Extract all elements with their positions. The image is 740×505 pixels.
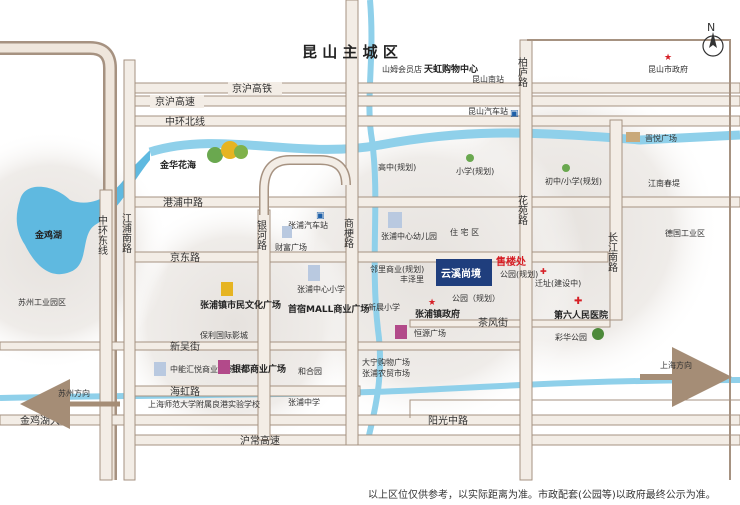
project-badge[interactable]: [436, 259, 492, 286]
jinyue-plaza-label: 晋悦广场: [645, 133, 677, 143]
district-title: 昆 山 主 城 区: [302, 43, 398, 61]
road-label-bailu: 柏庐路: [516, 56, 528, 88]
vertical-roads: [99, 0, 623, 481]
hengyuan-label: 恒源广场: [414, 328, 446, 338]
chuzhong-label: 初中/小学(规划): [545, 176, 602, 186]
yindu-icon: [218, 360, 230, 374]
zhangpu-bus-label: 张浦汽车站: [288, 220, 328, 230]
shanyu-mall-label: 山姆会员店: [382, 64, 422, 74]
kunshan-gov-icon: ★: [664, 53, 672, 63]
hehe-label: 和合园: [298, 366, 322, 376]
daning-label: 大宁购物广场: [362, 357, 410, 367]
road-label-jinghu-expressway: 京沪高速: [155, 95, 195, 108]
zhanxing-label: 迁址(建设中): [535, 278, 581, 288]
culture-plaza-label: 张浦镇市民文化广场: [200, 299, 281, 311]
shnu-school-label: 上海师范大学附属良港实验学校: [148, 399, 260, 409]
yindu-label: 银都商业广场: [232, 363, 286, 375]
jiangnan-chunti-label: 江南春堤: [648, 178, 680, 188]
suzhou-park-label: 苏州工业园区: [18, 297, 66, 307]
shanghai-direction-label: 上海方向: [660, 360, 692, 370]
project-name: 云溪尚境: [441, 267, 481, 280]
xiaoxue-label: 小学(规划): [456, 166, 494, 176]
hospital-icon: ✚: [574, 296, 582, 307]
gongyuan-plan2-label: 公园（规划）: [452, 293, 500, 303]
poly-cinema-label: 保利国际影城: [200, 330, 248, 340]
center-school-icon: [308, 265, 320, 281]
kindergarten-icon: [388, 212, 402, 228]
jinyue-plaza-icon: [626, 132, 640, 142]
zhangpu-middle-label: 张浦中学: [288, 397, 320, 407]
road-label-zhonghuan-east: 中环东线: [96, 214, 108, 255]
zhangpu-gov-label: 张浦镇政府: [415, 308, 460, 320]
jinjihu-label: 金鸡湖: [34, 229, 62, 241]
road-label-changjiang-south: 长江南路: [606, 232, 618, 273]
gongyuan-plan-label: 公园(规划): [500, 269, 538, 279]
zhongneng-icon: [154, 362, 166, 376]
kunshan-bus-label: 昆山汽车站: [468, 106, 508, 116]
caihua-park-icon: [592, 328, 604, 340]
road-label-haihong: 海虹路: [170, 385, 200, 398]
kunshan-gov-label: 昆山市政府: [648, 64, 688, 74]
residential-label: 住 宅 区: [450, 227, 479, 237]
school-icon: [466, 154, 474, 162]
caifu-plaza-icon: [282, 226, 292, 238]
fengzetang-label: 丰泽里: [400, 274, 424, 284]
north-arrow: N: [702, 21, 724, 57]
suzhou-direction-label: 苏州方向: [58, 388, 90, 398]
sales-office-label: 售楼处: [496, 255, 527, 268]
road-label-yinhe: 银河路: [255, 219, 267, 251]
zhangpu-bus-icon: ▣: [316, 211, 325, 221]
gaozhong-label: 高中(规划): [378, 162, 416, 172]
tianhong-label: 天虹购物中心: [424, 63, 478, 75]
road-label-jinghu-railway: 京沪高铁: [232, 82, 272, 95]
road-label-huayuan: 花苑路: [516, 194, 528, 226]
bus-icon: ▣: [510, 109, 519, 119]
shouyou-mall-label: 首宿MALL商业广场: [288, 303, 369, 315]
road-label-chafeng: 茶风街: [478, 316, 508, 329]
road-label-huchang: 沪常高速: [240, 434, 280, 447]
hengyuan-icon: [395, 325, 407, 339]
hospital-label: 第六人民医院: [554, 309, 608, 321]
linli-label: 邻里商业(规划): [370, 264, 424, 274]
road-label-yangguang: 阳光中路: [428, 414, 468, 427]
hospital-old-icon: ✚: [540, 267, 547, 276]
north-label: N: [707, 21, 715, 34]
road-label-gangpu: 港浦中路: [163, 196, 203, 209]
road-label-zhonghuan-north: 中环北线: [165, 115, 205, 128]
road-label-shangfu: 商梗路: [342, 217, 354, 249]
jinhua-garden-icon: [207, 141, 248, 163]
road-label-jingdong: 京东路: [170, 251, 200, 264]
jinjihu-lake: [16, 150, 150, 275]
xinchen-school-label: 新晨小学: [368, 302, 400, 312]
zhongneng-label: 中能汇悦商业广场: [170, 364, 234, 374]
caihua-label: 彩华公园: [555, 332, 587, 342]
gov-star-icon: ★: [428, 298, 436, 308]
river-north: [148, 128, 740, 157]
road-label-jiangpu-south: 江浦南路: [120, 213, 132, 254]
deguo-park-label: 德国工业区: [665, 228, 705, 238]
kunshan-south-label: 昆山南站: [472, 74, 504, 84]
culture-plaza-icon: [221, 282, 233, 296]
center-school-label: 张浦中心小学: [297, 284, 345, 294]
school-icon: [562, 164, 570, 172]
market-label: 张浦农贸市场: [362, 368, 410, 378]
road-label-jinjihu-avenue: 金鸡湖大道: [20, 414, 70, 427]
caifu-plaza-label: 财富广场: [275, 242, 307, 252]
jinhua-garden-label: 金华花海: [159, 159, 196, 171]
disclaimer: 以上区位仅供参考，以实际距离为准。市政配套(公园等)以政府最终公示为准。: [368, 490, 716, 501]
kindergarten-label: 张浦中心幼儿园: [381, 231, 437, 241]
road-label-xinwu: 新吴街: [170, 340, 200, 353]
